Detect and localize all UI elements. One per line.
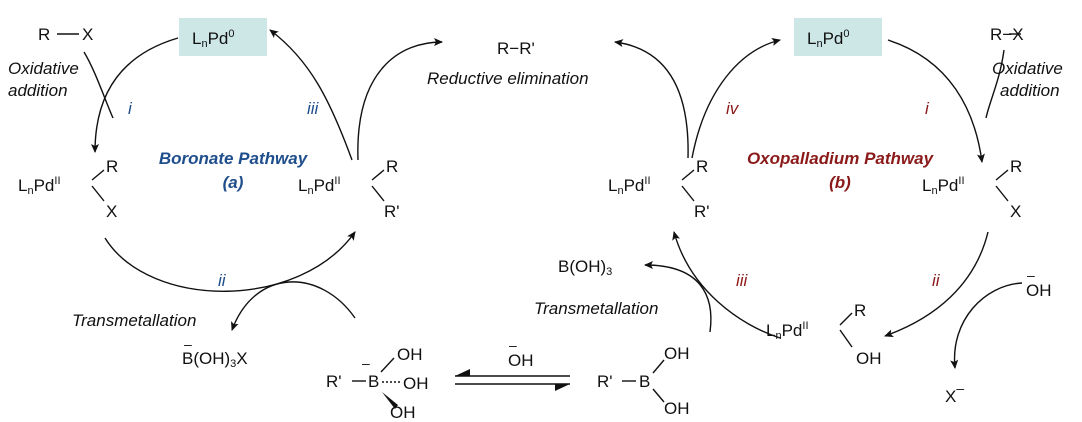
boronic-acid-oh-top: OH: [664, 344, 690, 363]
reductive-elimination-label: Reductive elimination: [427, 69, 589, 88]
arrow-right-transmetallation: [672, 231, 781, 339]
pd-complex-tm-left-r: R: [386, 157, 399, 176]
pathway-tag-right: (b): [829, 173, 851, 192]
oxidative-addition-label-left: Oxidative: [8, 59, 79, 78]
substrate-right: R−X: [990, 25, 1024, 44]
hydroxide-right: –OH: [1026, 267, 1052, 300]
equilibrium-barb-left: [455, 369, 470, 376]
equilibrium-reagent: –OH: [508, 337, 534, 370]
step-iii-left: iii: [307, 99, 319, 118]
step-iii-right: iii: [736, 271, 748, 290]
step-iv-right: iv: [726, 99, 739, 118]
pd-complex-tm-right: LnPdII: [608, 175, 651, 197]
arrow-right-borate-out: [644, 261, 712, 333]
pd-complex-oa-right: LnPdII: [922, 175, 965, 197]
substrate-left-x: X: [82, 25, 94, 44]
boronate-b: B: [368, 372, 380, 391]
pathway-tag-left: (a): [222, 173, 244, 192]
pd-complex-oa-left-r: R: [106, 157, 119, 176]
oxidative-addition-label-right: Oxidative: [992, 59, 1063, 78]
arrow-left-regeneration: [269, 29, 353, 161]
arrow-left-borate-out: [231, 281, 356, 331]
borate-out-right: B(OH)3: [558, 257, 613, 278]
boronate-oh-top: OH: [397, 345, 423, 364]
arrow-right-regeneration: [691, 38, 781, 159]
equilibrium-barb-right: [555, 384, 570, 391]
product-r-r: R−R': [497, 39, 535, 58]
arrow-left-transmetallation: [104, 231, 356, 292]
arrow-left-substrate-in: [83, 51, 114, 119]
pd-complex-tm-right-r: R: [696, 157, 709, 176]
pd-complex-oa-right-r: R: [1010, 157, 1023, 176]
arrow-right-substrate-in: [985, 49, 1005, 119]
step-i-left: i: [128, 99, 132, 118]
halide-out: X–: [945, 380, 965, 406]
step-i-right: i: [925, 99, 929, 118]
pd-hydroxo-complex-r: R: [854, 301, 867, 320]
pathway-title-left: Boronate Pathway: [158, 149, 308, 168]
pd-complex-tm-right-r2: R': [694, 202, 710, 221]
boronic-acid-r: R': [597, 372, 613, 391]
pd-complex-tm-left: LnPdII: [298, 175, 341, 197]
catalyst-box-right: [794, 18, 882, 56]
pd-complex-tm-left-r2: R': [384, 202, 400, 221]
boronate-oh-right: OH: [403, 374, 429, 393]
arrow-left-to-product: [357, 38, 443, 161]
step-ii-right: ii: [932, 271, 940, 290]
pd-complex-oa-right-x: X: [1010, 202, 1022, 221]
transmetallation-label-right: Transmetallation: [534, 299, 659, 318]
oxidative-addition-label-right-2: addition: [1000, 81, 1060, 100]
transmetallation-label-left: Transmetallation: [72, 311, 197, 330]
arrow-right-hydroxide-step: [884, 231, 989, 338]
catalyst-right: LnPd0: [807, 28, 850, 50]
boronate-charge: –: [362, 355, 370, 371]
oxidative-addition-label-left-2: addition: [8, 81, 68, 100]
pd-hydroxo-complex-oh: OH: [856, 349, 882, 368]
arrow-right-to-product: [614, 39, 689, 159]
boronic-acid-b: B: [639, 372, 651, 391]
arrow-right-oh-x-exchange: [950, 282, 1023, 369]
pd-complex-oa-left-x: X: [106, 202, 118, 221]
borate-byproduct-left: –B(OH)3X: [182, 336, 248, 370]
boronic-acid-oh-bottom: OH: [664, 399, 690, 418]
boronate-r: R': [326, 372, 342, 391]
arrow-left-oxidative-addition: [91, 37, 179, 153]
catalyst-left: LnPd0: [192, 28, 235, 50]
pd-hydroxo-complex: LnPdII: [766, 320, 809, 342]
boronate-oh-bottom: OH: [390, 403, 416, 422]
catalyst-box-left: [179, 18, 267, 56]
pd-complex-oa-left: LnPdII: [18, 175, 61, 197]
pathway-title-right: Oxopalladium Pathway: [746, 149, 934, 168]
step-ii-left: ii: [218, 271, 226, 290]
arrow-right-oxidative-addition: [887, 39, 985, 163]
wedge-bond: [382, 392, 398, 409]
substrate-left: R: [38, 25, 51, 44]
